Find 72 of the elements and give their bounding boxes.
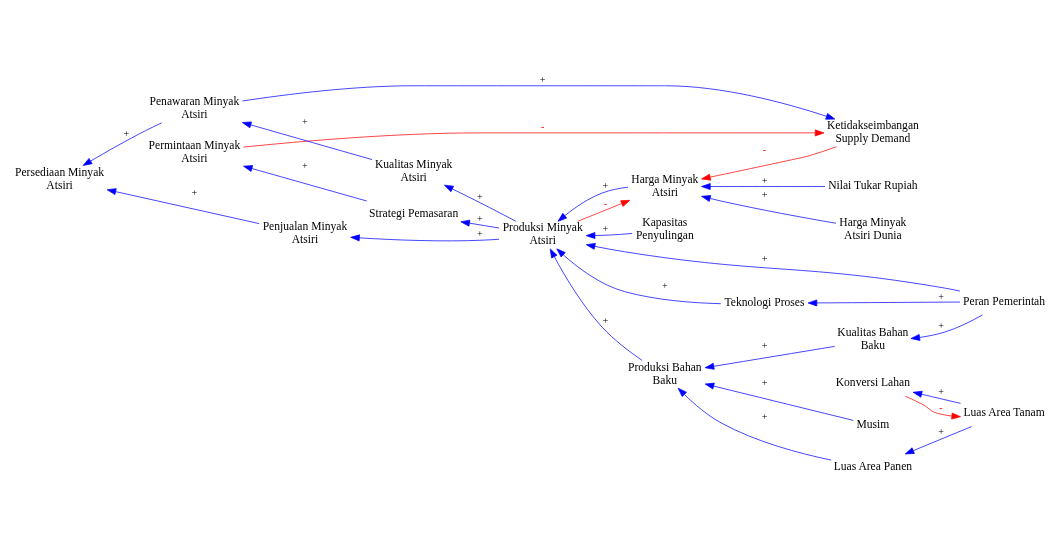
arrow [242,121,373,160]
arrow [243,129,825,147]
arrow [585,242,961,291]
edge-label: + [938,425,944,437]
arrow [242,84,836,120]
edge-label: + [938,319,944,331]
node-text: Konversi Lahan [835,375,910,389]
node-text: Penjualan Minyak Atsiri [262,219,348,246]
edge-label: + [602,222,609,234]
arrow [243,164,368,201]
edge-label: + [539,73,546,85]
node-text: Teknologi Proses [724,295,805,309]
arrow [350,233,500,241]
arrow [701,194,837,224]
node-text: Strategi Pemasaran [369,206,459,220]
node-text: Luas Area Tanam [963,405,1045,419]
arrow [585,231,633,239]
edge-label: + [938,385,944,397]
edge-label: + [761,174,768,186]
arrow [904,395,961,419]
arrow [556,248,722,304]
arrow [704,345,836,370]
edge-label: - [541,120,545,132]
edge-label: + [761,376,768,388]
arrow [807,299,961,306]
arrow [106,187,260,224]
node-text: Musim [856,417,890,431]
arrow [82,121,163,166]
edge-label: + [761,410,768,422]
node-text: Kapasitas Penyulingan [635,215,694,242]
edge-label: + [602,179,609,191]
node-text: Kualitas Bahan Baku [837,325,909,352]
node-text: Luas Area Panen [833,459,913,473]
arrow [444,184,517,222]
node-text: Harga Minyak Atsiri [631,172,699,199]
arrow [704,382,854,421]
arrow [577,199,631,222]
arrow [557,186,629,222]
arrow [549,248,643,361]
edge-label: + [938,290,944,302]
edge-label: + [191,186,198,198]
node-text: Produksi Bahan Baku [628,360,702,387]
node-text: Produksi Minyak Atsiri [502,220,583,247]
edge-label: + [477,212,483,224]
node-text: Permintaan Minyak Atsiri [148,138,241,165]
edge-label: + [761,339,768,351]
edge-label: + [602,314,609,326]
node-text: Persediaan Minyak Atsiri [15,165,105,192]
node-text: Peran Pemerintah [963,294,1046,308]
node-text: Penawaran Minyak Atsiri [149,94,240,121]
node-text: Harga Minyak Atsiri Dunia [839,215,907,242]
arrow [677,387,832,460]
edge-label: + [661,279,668,291]
node-text: Kualitas Minyak Atsiri [374,157,453,184]
edge-label: + [477,190,483,202]
arrow [912,390,961,404]
edge-label: + [302,159,308,171]
edge-label: - [939,401,943,413]
edge-label: + [302,115,308,127]
arrow [701,182,826,190]
edge-label: - [762,143,767,155]
node-text: Nilai Tukar Rupiah [828,178,918,192]
edge-label: + [477,227,483,239]
arrow [460,219,500,228]
arrow [701,145,837,180]
edge-label: + [123,127,130,139]
arrow [904,425,972,454]
node-text: Ketidakseimbangan Supply Demand [826,118,919,145]
edge-label: + [761,252,768,264]
edge-label: - [603,197,608,209]
arrow [910,314,983,341]
edge-label: + [761,188,768,200]
